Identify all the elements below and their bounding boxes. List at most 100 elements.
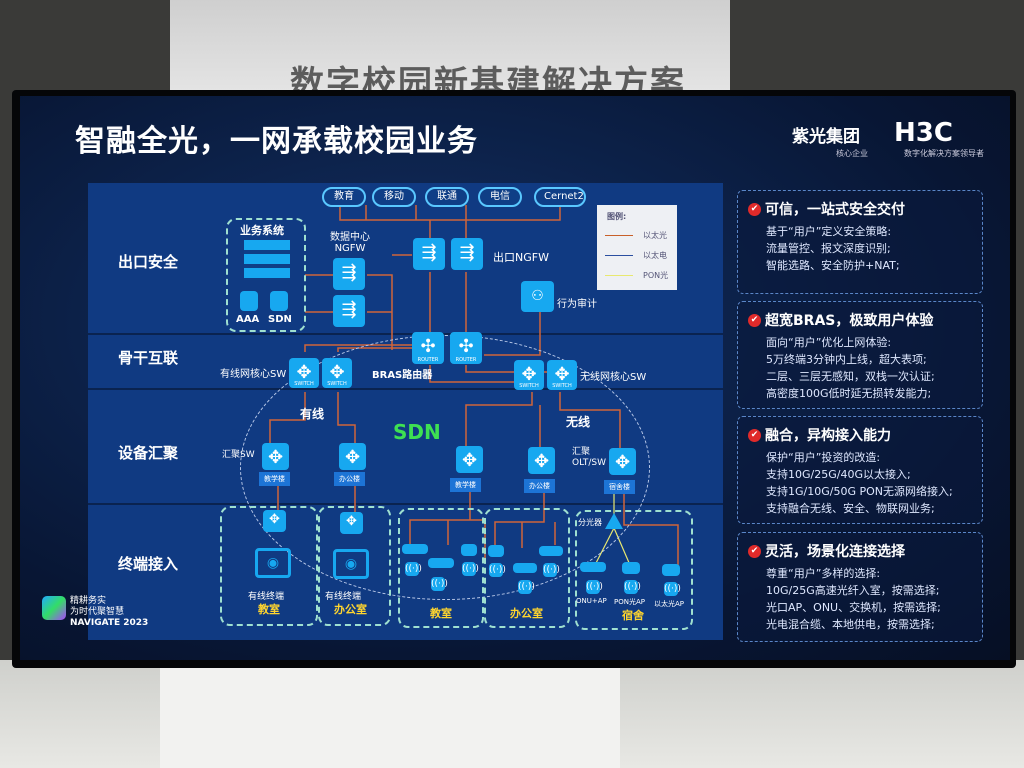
logo-brand: H3C — [894, 118, 953, 148]
ap-icon: ((·)) — [405, 562, 422, 576]
pon-ap-label: PON光AP — [614, 598, 645, 606]
core-switch-icon: ✥SWITCH — [514, 360, 544, 390]
wireless-core-label: 无线网核心SW — [580, 372, 647, 383]
splitter-label: 分光器 — [578, 518, 602, 527]
card-line: 保护“用户”投资的改造: — [766, 451, 881, 464]
wired-core-label: 有线网核心SW — [220, 369, 287, 380]
ap-icon: ((·)) — [624, 580, 641, 594]
core-switch-icon: ✥SWITCH — [289, 358, 319, 388]
legend-item: PON光 — [643, 271, 669, 280]
aaa-server-icon — [240, 291, 258, 311]
legend-item: 以太电 — [643, 251, 667, 260]
row-label: 骨干互联 — [118, 349, 179, 367]
event-name: NAVIGATE 2023 — [70, 618, 149, 628]
area-group — [484, 508, 570, 628]
area-label: 办公室 — [510, 607, 543, 620]
pon-ap-icon — [622, 562, 640, 574]
router-icon: ✣ROUTER — [450, 332, 482, 364]
ap-icon: ((·)) — [489, 563, 506, 577]
pc-terminal-icon: ◉ — [255, 548, 291, 578]
agg-switch-icon: ✥ — [339, 443, 366, 470]
ap-icon: ((·)) — [586, 580, 603, 594]
wireless-label: 无线 — [566, 415, 591, 429]
card-line: 支持1G/10G/50G PON无源网络接入; — [766, 485, 953, 498]
logo-group: 紫光集团 — [792, 127, 860, 147]
check-icon: ✔ — [748, 544, 761, 558]
agg-switch-icon: ✥ — [528, 447, 555, 474]
card-line: 智能选路、安全防护+NAT; — [766, 259, 900, 272]
card-line: 高密度100G低时延无损转发能力; — [766, 387, 932, 400]
building-tag: 教学楼 — [259, 472, 290, 486]
switch-panel-icon — [513, 563, 537, 573]
legend-swatch — [605, 275, 633, 276]
business-system-title: 业务系统 — [240, 224, 284, 237]
agg-switch-icon: ✥ — [262, 443, 289, 470]
slide-title: 智融全光，一网承载校园业务 — [75, 124, 478, 159]
onu-icon — [488, 545, 504, 557]
card-line: 光电混合缆、本地供电，按需选择; — [766, 618, 935, 631]
router-icon: ✣ROUTER — [412, 332, 444, 364]
display-stand — [160, 668, 620, 768]
card-title: 灵活，场景化连接选择 — [765, 544, 905, 560]
eth-ap-icon — [662, 564, 680, 576]
event-slogan-1: 精耕务实 — [70, 596, 107, 606]
legend-title: 图例: — [607, 212, 627, 221]
background-wall — [170, 0, 730, 100]
check-icon: ✔ — [748, 428, 761, 442]
ap-icon: ((·)) — [664, 582, 681, 596]
cloud-cernet2: Cernet2 — [534, 187, 586, 207]
navigate-logo-icon — [42, 596, 66, 620]
business-system-group — [226, 218, 306, 332]
card-line: 基于“用户”定义安全策略: — [766, 225, 892, 238]
pc-terminal-icon: ◉ — [333, 549, 369, 579]
area-label: 宿舍 — [622, 609, 644, 622]
event-slogan-2: 为时代聚智慧 — [70, 607, 125, 617]
switch-panel-icon — [539, 546, 563, 556]
core-switch-icon: ✥SWITCH — [547, 360, 577, 390]
card-line: 10G/25G高速光纤入室，按需选择; — [766, 584, 940, 597]
card-title: 可信，一站式安全交付 — [765, 202, 905, 218]
feature-card: ✔超宽BRAS，极致用户体验 面向“用户”优化上网体验: 5万终端3分钟内上线，… — [737, 301, 983, 409]
logo-group-sub: 核心企业 — [836, 149, 868, 158]
access-switch-icon: ✥ — [340, 512, 363, 534]
firewall-icon: ⇶ — [413, 238, 445, 270]
ap-icon: ((·)) — [543, 563, 560, 577]
card-line: 5万终端3分钟内上线，超大表项; — [766, 353, 927, 366]
cloud-education: 教育 — [322, 187, 366, 207]
feature-card: ✔灵活，场景化连接选择 尊重“用户”多样的选择: 10G/25G高速光纤入室，按… — [737, 532, 983, 642]
bras-label: BRAS路由器 — [372, 370, 433, 381]
audit-icon: ⚇ — [521, 281, 554, 312]
card-line: 光口AP、ONU、交换机，按需选择; — [766, 601, 941, 614]
card-line: 流量管控、报文深度识别; — [766, 242, 891, 255]
logo-brand-sub: 数字化解决方案领导者 — [904, 149, 984, 158]
legend-item: 以太光 — [643, 231, 667, 240]
agg-switch-icon: ✥ — [456, 446, 483, 473]
row-label: 设备汇聚 — [118, 444, 179, 462]
area-group — [220, 506, 318, 626]
building-tag: 办公楼 — [524, 479, 555, 493]
feature-card: ✔融合，异构接入能力 保护“用户”投资的改造: 支持10G/25G/40G以太接… — [737, 416, 983, 524]
row-label: 终端接入 — [118, 555, 179, 573]
onu-icon — [580, 562, 606, 572]
building-tag: 办公楼 — [334, 472, 365, 486]
building-tag: 教学楼 — [450, 478, 481, 492]
area-group — [318, 506, 391, 626]
row-band: 终端接入 — [88, 505, 723, 640]
area-group — [398, 508, 484, 628]
card-line: 支持融合无线、安全、物联网业务; — [766, 502, 935, 515]
onu-ap-label: ONU+AP — [576, 597, 607, 605]
building-tag: 宿舍楼 — [604, 480, 635, 494]
wired-label: 有线 — [300, 407, 325, 421]
wired-terminal-label: 有线终端 — [248, 592, 285, 602]
olt-switch-icon: ✥ — [609, 448, 636, 475]
cloud-unicom: 联通 — [425, 187, 469, 207]
ap-icon: ((·)) — [431, 577, 448, 591]
agg-olt-label: 汇聚 OLT/SW — [572, 447, 607, 468]
wired-terminal-label: 有线终端 — [325, 592, 362, 602]
onu-icon — [461, 544, 477, 556]
splitter-icon — [605, 513, 623, 529]
card-line: 支持10G/25G/40G以太接入; — [766, 468, 911, 481]
eth-ap-label: 以太光AP — [654, 600, 685, 608]
switch-panel-icon — [428, 558, 454, 568]
card-title: 超宽BRAS，极致用户体验 — [765, 313, 934, 329]
